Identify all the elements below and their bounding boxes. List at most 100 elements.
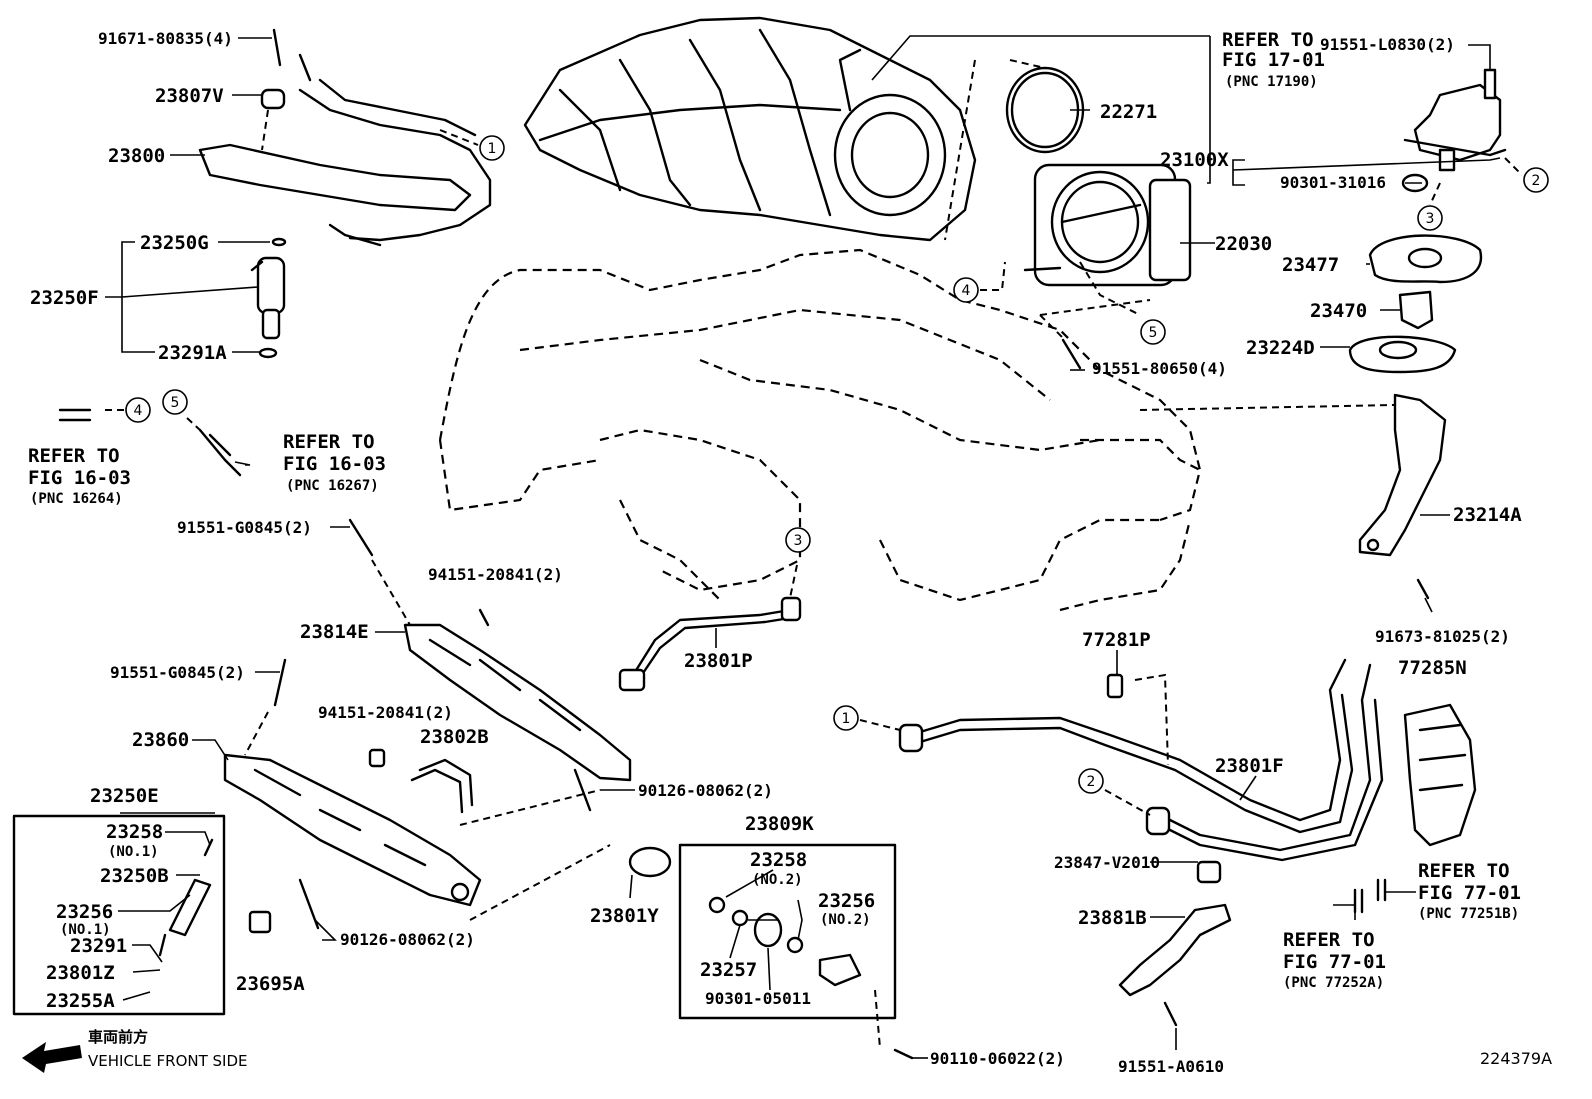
label-91551-A0610: 91551-A0610 bbox=[1118, 1057, 1224, 1076]
label-90126-08062-a: 90126-08062(2) bbox=[638, 781, 773, 800]
svg-text:REFER TO: REFER TO bbox=[1418, 860, 1510, 882]
diagram-id: 224379A bbox=[1480, 1049, 1552, 1068]
svg-text:REFER TO: REFER TO bbox=[283, 431, 375, 453]
vehicle-front-jp: 車両前方 bbox=[88, 1028, 148, 1046]
refer-fig16-a: REFER TO FIG 16-03 (PNC 16264) bbox=[28, 445, 131, 507]
label-23814E: 23814E bbox=[300, 621, 369, 643]
throttle-bolt-dashline bbox=[1039, 299, 1151, 316]
injector-23250E bbox=[158, 838, 214, 957]
nut-94151-20841-a bbox=[478, 608, 490, 627]
label-23256-no2: 23256 bbox=[818, 890, 875, 912]
bolt-91551-80650 bbox=[1061, 338, 1082, 370]
arrow-left-icon bbox=[22, 1042, 82, 1073]
ring-23291A bbox=[258, 347, 278, 359]
clip-77281P bbox=[1106, 673, 1124, 699]
label-23258-no2-sub: (NO.2) bbox=[752, 872, 803, 888]
svg-text:2: 2 bbox=[1532, 173, 1541, 189]
svg-text:FIG 16-03: FIG 16-03 bbox=[283, 453, 386, 475]
label-23801Y: 23801Y bbox=[590, 905, 659, 927]
bolt-91551-G0845-mid bbox=[273, 658, 287, 707]
label-23256-no1-sub: (NO.1) bbox=[60, 922, 111, 938]
hose-23802B bbox=[410, 758, 474, 814]
label-23881B: 23881B bbox=[1078, 907, 1147, 929]
label-23250E: 23250E bbox=[90, 785, 159, 807]
refer-fig16-b: REFER TO FIG 16-03 (PNC 16267) bbox=[283, 431, 386, 494]
bolt-91551-G0845-top bbox=[348, 518, 374, 557]
sensor-kit-parts bbox=[708, 896, 862, 987]
svg-text:4: 4 bbox=[962, 283, 971, 299]
hose-16264 bbox=[58, 408, 92, 422]
refer-fig17-top: REFER TO FIG 17-01 (PNC 17190) bbox=[1222, 29, 1325, 90]
label-23477: 23477 bbox=[1282, 254, 1339, 276]
clamp-77285N bbox=[1403, 703, 1477, 847]
label-91551-80650: 91551-80650(4) bbox=[1092, 359, 1227, 378]
fuel-rail-23860 bbox=[223, 753, 482, 907]
clip-23695A bbox=[248, 910, 272, 934]
stud-90126-a bbox=[573, 768, 592, 812]
callout-5-left: 5 bbox=[162, 389, 188, 415]
svg-text:3: 3 bbox=[1426, 211, 1435, 227]
fuel-pipe-23801P bbox=[618, 596, 802, 692]
label-77285N: 77285N bbox=[1398, 657, 1467, 679]
fuel-line-23801F bbox=[898, 658, 1384, 862]
bolt-91671-80835 bbox=[272, 28, 282, 67]
refer-fig77-b: REFER TO FIG 77-01 (PNC 77252A) bbox=[1283, 929, 1386, 991]
label-77281P: 77281P bbox=[1082, 629, 1151, 651]
callout-5-top: 5 bbox=[1140, 319, 1166, 345]
svg-text:(PNC 77251B): (PNC 77251B) bbox=[1418, 906, 1519, 922]
label-91551-G0845-top: 91551-G0845(2) bbox=[177, 518, 312, 537]
svg-text:(PNC 77252A): (PNC 77252A) bbox=[1283, 975, 1384, 991]
clip-23847-V2010 bbox=[1196, 860, 1222, 884]
label-23257: 23257 bbox=[700, 959, 757, 981]
injector-23250F bbox=[250, 256, 286, 340]
label-90301-05011: 90301-05011 bbox=[705, 989, 811, 1008]
label-91551-G0845-mid: 91551-G0845(2) bbox=[110, 663, 245, 682]
engine-block-outline bbox=[438, 248, 1202, 612]
label-23800: 23800 bbox=[108, 145, 165, 167]
svg-text:5: 5 bbox=[171, 395, 180, 411]
label-91671-80835: 91671-80835(4) bbox=[98, 29, 233, 48]
bolt-91551-A0610 bbox=[1163, 1001, 1178, 1027]
label-23256-no2-sub: (NO.2) bbox=[820, 912, 871, 928]
callout-1-top: 1 bbox=[479, 135, 505, 161]
bolt-90110-06022 bbox=[893, 1048, 914, 1060]
callout-leaders bbox=[105, 129, 1523, 816]
svg-text:REFER TO: REFER TO bbox=[1222, 29, 1314, 51]
label-23801Z: 23801Z bbox=[46, 962, 115, 984]
refer-fig77-a: REFER TO FIG 77-01 (PNC 77251B) bbox=[1418, 860, 1521, 922]
callout-4-top: 4 bbox=[953, 277, 979, 303]
label-23255A: 23255A bbox=[46, 990, 115, 1012]
label-23250G: 23250G bbox=[140, 232, 209, 254]
label-22030: 22030 bbox=[1215, 233, 1272, 255]
hoses-77-01 bbox=[1353, 878, 1387, 914]
label-23224D: 23224D bbox=[1246, 337, 1315, 359]
vehicle-front-en: VEHICLE FRONT SIDE bbox=[88, 1052, 248, 1070]
label-94151-20841-b: 94151-20841(2) bbox=[318, 703, 453, 722]
svg-text:(PNC 16264): (PNC 16264) bbox=[30, 491, 123, 507]
svg-text:1: 1 bbox=[488, 141, 497, 157]
callout-3-top: 3 bbox=[1417, 205, 1443, 231]
o-ring-90301-31016 bbox=[1401, 173, 1429, 193]
fuel-rail-23800 bbox=[198, 53, 492, 247]
label-23809K: 23809K bbox=[745, 813, 814, 835]
callout-3-mid: 3 bbox=[785, 527, 811, 553]
gasket-22271 bbox=[1005, 59, 1085, 154]
callout-2-top: 2 bbox=[1523, 167, 1549, 193]
svg-text:(PNC 16267): (PNC 16267) bbox=[286, 478, 379, 494]
label-23250B: 23250B bbox=[100, 865, 169, 887]
label-23258-no1: 23258 bbox=[106, 821, 163, 843]
intake-manifold bbox=[523, 16, 977, 242]
label-23802B: 23802B bbox=[420, 726, 489, 748]
label-23801F: 23801F bbox=[1215, 755, 1284, 777]
insulator-23470 bbox=[1398, 290, 1434, 330]
svg-text:5: 5 bbox=[1149, 325, 1158, 341]
o-ring-23250G bbox=[271, 237, 287, 247]
label-91673-81025: 91673-81025(2) bbox=[1375, 627, 1510, 646]
label-23291A: 23291A bbox=[158, 342, 227, 364]
svg-text:1: 1 bbox=[842, 711, 851, 727]
label-23258-no1-sub: (NO.1) bbox=[108, 844, 159, 860]
bracket-dashline bbox=[1139, 404, 1396, 411]
gasket-23477 bbox=[1368, 234, 1483, 284]
